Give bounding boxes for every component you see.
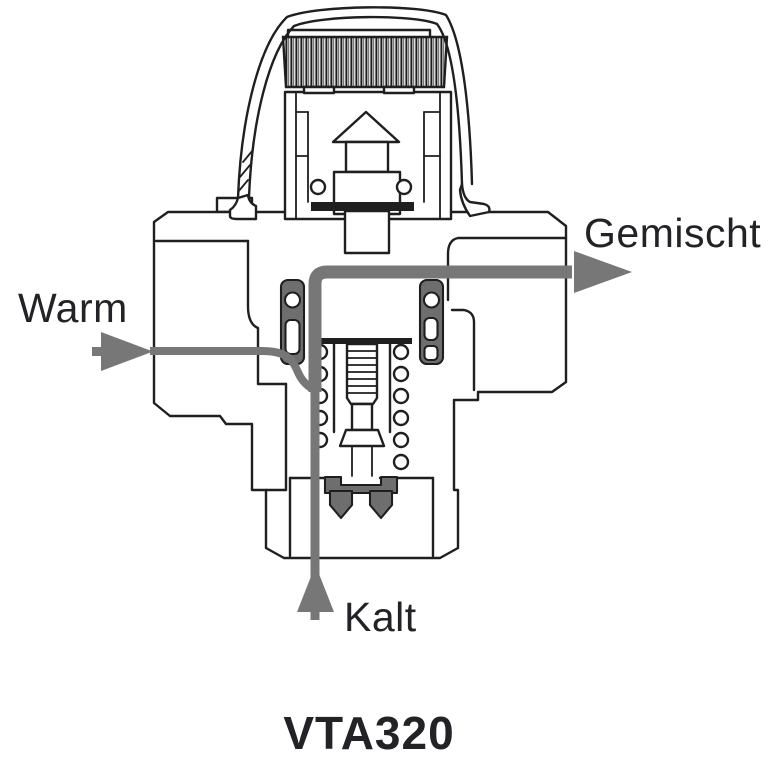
retainer-bar	[311, 202, 414, 211]
cold-label: Kalt	[344, 594, 417, 640]
body-interior-lines	[154, 236, 568, 558]
thermostat-cartridge	[320, 338, 412, 477]
flow-labels: Warm Gemischt Kalt	[18, 210, 761, 640]
mixed-label: Gemischt	[584, 210, 761, 256]
handle-foot-left	[228, 193, 258, 221]
valve-seat	[323, 475, 399, 520]
cartridge-flange	[320, 338, 412, 344]
handle-section-hatch	[237, 149, 254, 193]
mixed-flow-line	[308, 265, 572, 392]
warm-label: Warm	[18, 285, 128, 331]
rubber-seals	[279, 278, 445, 366]
warm-flow-line	[150, 347, 317, 394]
cartridge-hatching	[347, 350, 377, 394]
bonnet-steps	[295, 91, 441, 220]
plug-stem-lines	[351, 445, 373, 477]
cartridge-body	[345, 342, 379, 406]
adjustment-knob	[281, 28, 449, 95]
warm-arrow-tail	[92, 347, 103, 356]
knurl-band	[281, 35, 449, 89]
mixed-arrow-icon	[574, 251, 632, 293]
cartridge-stem	[350, 402, 374, 432]
o-ring-left	[309, 178, 327, 196]
model-caption: VTA320	[283, 707, 454, 757]
o-ring-right	[395, 178, 413, 196]
cartridge-guides	[332, 342, 392, 434]
handle-foot-right	[458, 182, 491, 218]
plug-flare	[338, 428, 386, 448]
stem-block	[343, 209, 391, 255]
warm-arrow-icon	[101, 332, 153, 371]
cold-arrow-icon	[297, 565, 334, 612]
spindle-upper	[344, 140, 390, 174]
handle-shell	[228, 6, 491, 221]
flow-paths	[92, 251, 632, 620]
bonnet-mechanism	[283, 90, 453, 255]
